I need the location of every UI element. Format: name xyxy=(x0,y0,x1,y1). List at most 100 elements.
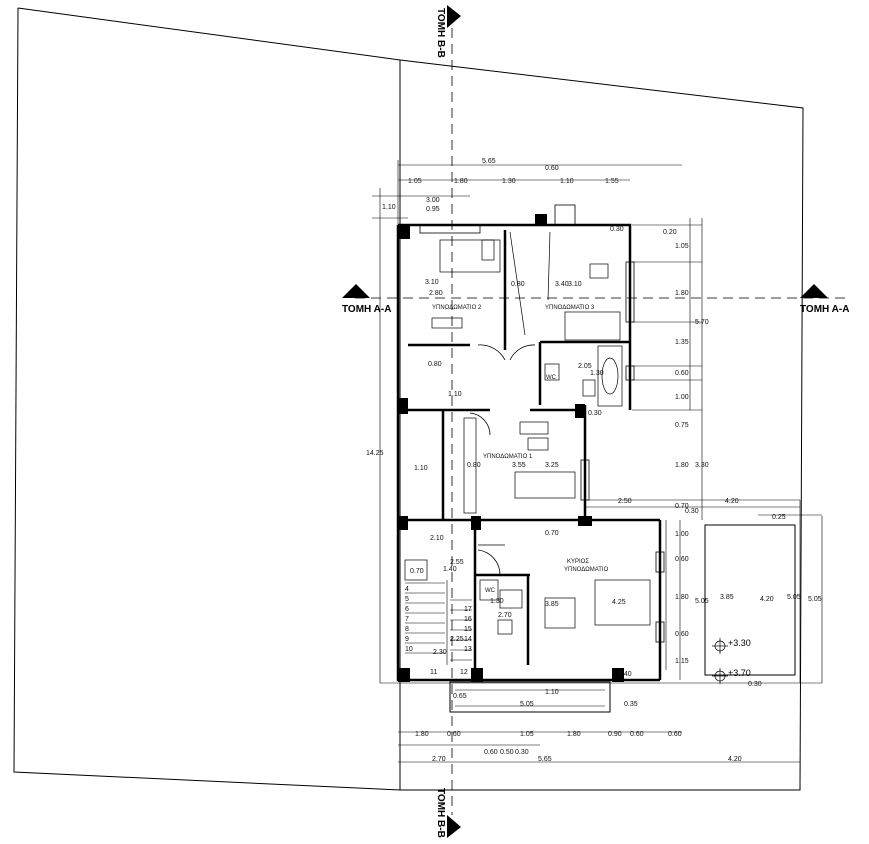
svg-text:0.80: 0.80 xyxy=(428,361,442,368)
svg-text:0.70: 0.70 xyxy=(410,568,424,575)
svg-text:5.65: 5.65 xyxy=(482,158,496,165)
svg-text:1.15: 1.15 xyxy=(675,658,689,665)
svg-text:14: 14 xyxy=(464,636,472,643)
svg-text:15: 15 xyxy=(464,626,472,633)
svg-text:1.10: 1.10 xyxy=(414,465,428,472)
section-marker-left xyxy=(342,284,370,298)
svg-text:1.00: 1.00 xyxy=(675,394,689,401)
svg-text:2.10: 2.10 xyxy=(430,535,444,542)
svg-text:10: 10 xyxy=(405,646,413,653)
svg-text:1.30: 1.30 xyxy=(502,178,516,185)
stair-numbers-down: 17 16 15 14 13 12 11 xyxy=(430,606,472,676)
svg-text:0.60: 0.60 xyxy=(675,556,689,563)
svg-text:0.95: 0.95 xyxy=(426,206,440,213)
svg-text:2.80: 2.80 xyxy=(429,290,443,297)
section-marker-top xyxy=(447,5,461,28)
svg-text:4: 4 xyxy=(405,586,409,593)
svg-text:1.30: 1.30 xyxy=(490,598,504,605)
svg-text:3.00: 3.00 xyxy=(426,197,440,204)
svg-text:1.80: 1.80 xyxy=(675,462,689,469)
svg-text:1.40: 1.40 xyxy=(443,566,457,573)
room-label-bedroom3: ΥΠΝΟΔΩΜΑΤΙΟ 3 xyxy=(545,305,595,311)
svg-text:5: 5 xyxy=(405,596,409,603)
svg-text:3.30: 3.30 xyxy=(695,462,709,469)
svg-text:1.00: 1.00 xyxy=(675,531,689,538)
svg-text:4.25: 4.25 xyxy=(612,599,626,606)
svg-text:5.05: 5.05 xyxy=(695,598,709,605)
svg-text:1.10: 1.10 xyxy=(382,204,396,211)
svg-text:4.20: 4.20 xyxy=(725,498,739,505)
level-label-1: +3.30 xyxy=(728,638,751,648)
svg-text:2.55: 2.55 xyxy=(450,559,464,566)
svg-text:0.60: 0.60 xyxy=(545,165,559,172)
columns xyxy=(398,214,624,682)
svg-text:1.80: 1.80 xyxy=(454,178,468,185)
svg-text:2.70: 2.70 xyxy=(498,612,512,619)
svg-text:0.70: 0.70 xyxy=(675,503,689,510)
room-label-bedroom1: ΥΠΝΟΔΩΜΑΤΙΟ 1 xyxy=(483,454,533,460)
svg-text:8: 8 xyxy=(405,626,409,633)
svg-text:5.05: 5.05 xyxy=(808,596,822,603)
room-label-wc1: WC xyxy=(546,375,557,381)
svg-text:17: 17 xyxy=(464,606,472,613)
svg-text:5.05: 5.05 xyxy=(787,594,801,601)
svg-text:0.30: 0.30 xyxy=(685,508,699,515)
svg-text:16: 16 xyxy=(464,616,472,623)
svg-text:0.35: 0.35 xyxy=(624,701,638,708)
svg-text:1.80: 1.80 xyxy=(415,731,429,738)
svg-text:2.70: 2.70 xyxy=(432,756,446,763)
svg-text:0.60: 0.60 xyxy=(675,370,689,377)
terrace xyxy=(704,524,796,676)
furniture xyxy=(431,231,651,635)
svg-text:3.10: 3.10 xyxy=(568,281,582,288)
svg-text:0.30: 0.30 xyxy=(515,749,529,756)
balcony-rail xyxy=(455,689,605,707)
svg-text:0.20: 0.20 xyxy=(663,229,677,236)
svg-text:0.50: 0.50 xyxy=(500,749,514,756)
svg-text:11: 11 xyxy=(430,669,437,676)
svg-text:0.30: 0.30 xyxy=(748,681,762,688)
svg-text:0.60: 0.60 xyxy=(484,749,498,756)
section-label-aa-right: ΤΟΜΗ Α-Α xyxy=(800,304,849,315)
svg-text:0.30: 0.30 xyxy=(610,226,624,233)
svg-text:3.10: 3.10 xyxy=(425,279,439,286)
room-label-wc2: WC xyxy=(485,588,496,594)
svg-text:1.10: 1.10 xyxy=(560,178,574,185)
svg-text:1.05: 1.05 xyxy=(408,178,422,185)
svg-text:0.60: 0.60 xyxy=(630,731,644,738)
svg-text:5.05: 5.05 xyxy=(520,701,534,708)
front-balcony xyxy=(449,681,611,713)
svg-text:2.05: 2.05 xyxy=(578,363,592,370)
svg-text:1.10: 1.10 xyxy=(448,391,462,398)
level-markers xyxy=(712,638,728,684)
section-marker-right xyxy=(800,284,828,298)
svg-text:1.10: 1.10 xyxy=(545,689,559,696)
svg-text:0.80: 0.80 xyxy=(511,281,525,288)
room-label-bedroom2: ΥΠΝΟΔΩΜΑΤΙΟ 2 xyxy=(432,305,482,311)
section-label-aa-left: ΤΟΜΗ Α-Α xyxy=(342,304,391,315)
svg-text:6: 6 xyxy=(405,606,409,613)
svg-text:2.25: 2.25 xyxy=(450,636,464,643)
stair-treads xyxy=(405,580,472,665)
room-label-master-2: ΥΠΝΟΔΩΜΑΤΙΟ xyxy=(564,567,609,573)
svg-text:1.80: 1.80 xyxy=(675,594,689,601)
svg-text:1.35: 1.35 xyxy=(675,339,689,346)
svg-text:0.90: 0.90 xyxy=(608,731,622,738)
svg-text:1.05: 1.05 xyxy=(675,243,689,250)
svg-text:0.25: 0.25 xyxy=(772,514,786,521)
svg-text:12: 12 xyxy=(460,669,468,676)
svg-text:2.30: 2.30 xyxy=(433,649,447,656)
section-marker-bottom xyxy=(447,815,461,838)
svg-text:1.80: 1.80 xyxy=(675,290,689,297)
stair-numbers-up: 4 5 6 7 8 9 10 xyxy=(405,586,413,653)
section-label-bb-top: ΤΟΜΗ Β-Β xyxy=(435,8,446,58)
stair-sink xyxy=(404,559,428,581)
windows xyxy=(419,204,665,643)
svg-text:0.60: 0.60 xyxy=(675,631,689,638)
svg-text:0.40: 0.40 xyxy=(618,671,632,678)
svg-text:3.40: 3.40 xyxy=(555,281,569,288)
level-label-2: +3.70 xyxy=(728,668,751,678)
svg-text:9: 9 xyxy=(405,636,409,643)
